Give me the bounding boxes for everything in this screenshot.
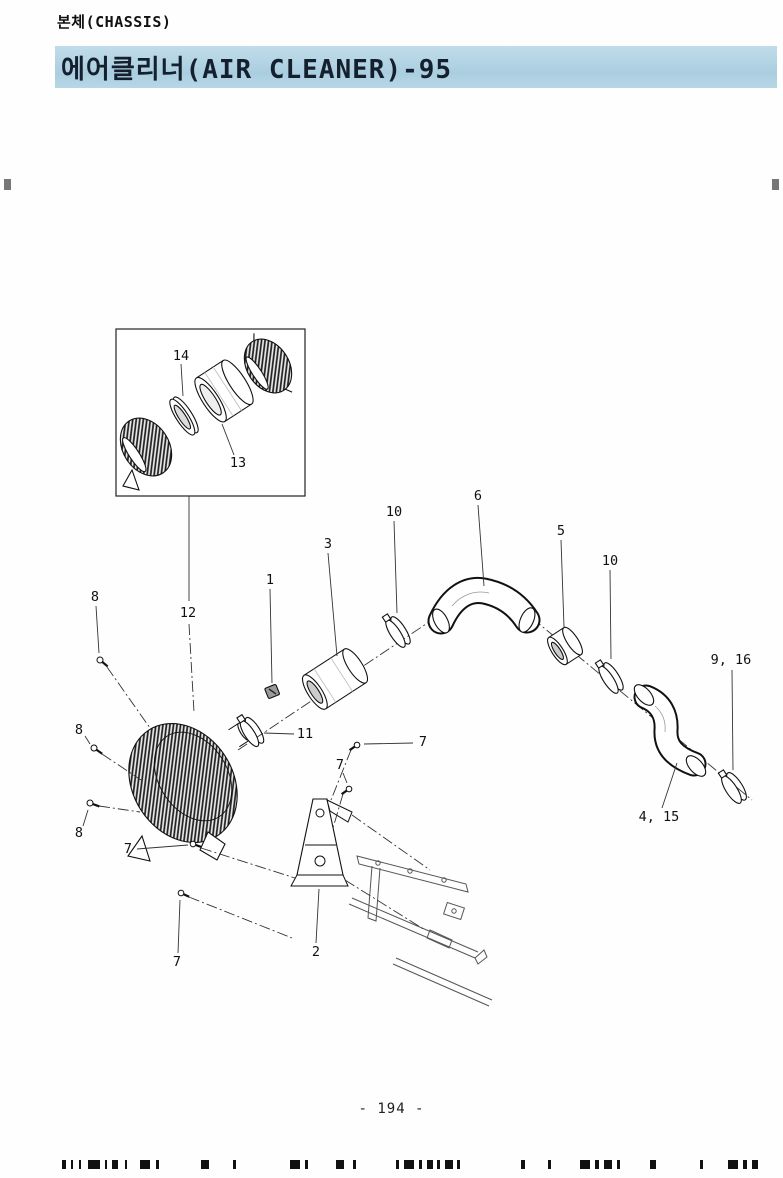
page-title: 에어클리너(AIR CLEANER)-95 [61,54,453,85]
small-fitting-1 [264,684,280,699]
bolt-7-b [340,785,353,796]
callout-8-top: 8 [91,589,99,605]
bolt-8-mid [90,744,103,755]
callout-7-a: 7 [419,734,427,750]
bolt-8-bottom [86,799,100,808]
callout-10-left: 10 [386,504,402,520]
inset-detail-box: 14 13 [115,328,306,497]
callout-11: 11 [297,726,313,742]
inset-air-cleaner-body [119,417,173,491]
callout-12: 12 [180,605,196,621]
hose-clamp-10-right [594,659,624,694]
callout-3: 3 [324,536,332,552]
hose-sleeve-5 [547,626,583,666]
callout-10-right: 10 [602,553,618,569]
inset-filter-ring [169,396,199,436]
air-hose-3 [301,648,369,710]
intake-elbow-hose-6 [427,577,541,635]
callout-9-16: 9, 16 [711,652,752,668]
callout-14: 14 [173,348,189,364]
page-edge-marks [4,179,779,190]
air-cleaner-housing [127,722,251,862]
hose-clamp-11 [236,713,265,748]
bolt-8-top [96,656,109,668]
callout-8-mid: 8 [75,722,83,738]
callout-13: 13 [230,455,246,471]
bolt-7-a [348,741,361,752]
section-header: 본체(CHASSIS) [57,13,172,31]
mounting-bracket-2 [290,798,353,887]
inset-cover [243,333,293,394]
callout-7-d: 7 [173,954,181,970]
callout-7-b: 7 [336,757,344,773]
callout-2: 2 [312,944,320,960]
hose-clamp-9-16 [717,769,747,804]
bolt-7-d [177,889,190,898]
bolt-7-c [189,840,202,849]
callout-4-15: 4, 15 [639,809,680,825]
outlet-elbow-hose-4-15 [633,684,707,777]
callout-8-bottom: 8 [75,825,83,841]
page-number: - 194 - [358,1101,425,1117]
axis-centerlines [237,609,753,801]
chassis-frame [348,855,493,1007]
callout-6: 6 [474,488,482,504]
inset-filter-element [194,359,254,423]
callout-1: 1 [266,572,274,588]
frame-centerlines [344,814,431,931]
title-banner: 에어클리너(AIR CLEANER)-95 [55,46,777,88]
hose-clamp-10-left [381,613,411,648]
callout-5: 5 [557,523,565,539]
callout-7-c: 7 [124,841,132,857]
print-marks [62,1160,758,1169]
inset-leader: 12 [180,496,196,713]
